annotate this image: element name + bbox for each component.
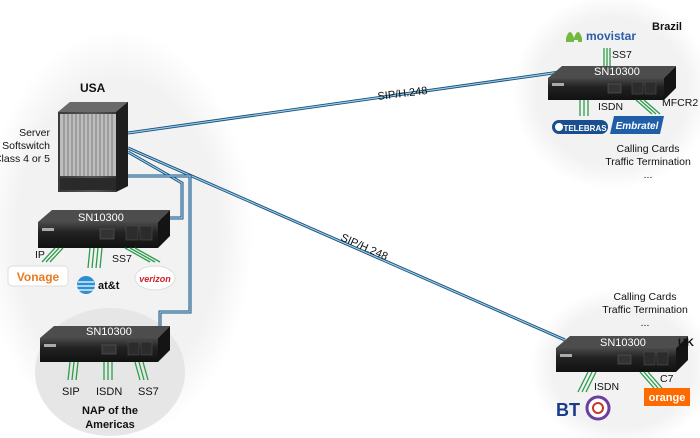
svg-text:verizon: verizon [139, 274, 171, 284]
usa-device-label: SN10300 [78, 212, 124, 224]
server-label-line1: Server [19, 127, 50, 139]
usa-device-cables [41, 247, 161, 269]
brazil-services-line1: Calling Cards [616, 143, 679, 155]
brazil-services-line2: Traffic Termination [605, 156, 691, 168]
usa-region-label: USA [80, 81, 106, 95]
svg-text:movistar: movistar [586, 29, 636, 43]
uk-sn10300-device [556, 336, 688, 372]
bt-logo: BT [556, 395, 611, 421]
nap-sn10300-device [40, 326, 170, 362]
nap-device-label: SN10300 [86, 326, 132, 338]
link-server-brazil [127, 70, 561, 135]
uk-services-line3: ... [641, 317, 650, 329]
movistar-logo: movistar [566, 29, 636, 43]
link-label-uk: SIP/H.248 [339, 232, 390, 263]
uk-device-label: SN10300 [600, 337, 646, 349]
brazil-device-label: SN10300 [594, 66, 640, 78]
telebras-logo: TELEBRAS [552, 120, 608, 134]
nap-label-line2: Americas [85, 419, 135, 431]
svg-text:Vonage: Vonage [17, 270, 60, 284]
nap-proto-sip: SIP [62, 386, 80, 398]
uk-proto-c7: C7 [660, 373, 674, 385]
nap-label-line1: NAP of the [82, 405, 138, 417]
uk-services-line2: Traffic Termination [602, 304, 688, 316]
svg-text:at&t: at&t [98, 280, 120, 292]
server-softswitch-chassis [58, 102, 128, 192]
link-label-brazil: SIP/H.248 [377, 85, 428, 103]
brazil-proto-mfcr2: MFCR2 [662, 97, 698, 109]
brazil-sn10300-device [548, 66, 676, 100]
att-logo: at&t [77, 276, 120, 294]
brazil-device-cables [579, 48, 661, 116]
link-server-usa-device [127, 150, 184, 220]
uk-device-cables [577, 371, 663, 393]
server-label-line3: Class 4 or 5 [0, 153, 50, 165]
uk-region-label: UK [678, 337, 694, 349]
uk-proto-isdn: ISDN [594, 381, 619, 393]
server-label-line2: Softswitch [2, 140, 50, 152]
uk-services-line1: Calling Cards [613, 291, 676, 303]
brazil-region-label: Brazil [652, 21, 682, 33]
usa-proto-ss7: SS7 [112, 253, 132, 265]
svg-text:BT: BT [556, 400, 580, 420]
svg-text:Embratel: Embratel [616, 121, 659, 132]
brazil-proto-ss7: SS7 [612, 49, 632, 61]
brazil-proto-isdn: ISDN [598, 101, 623, 113]
link-server-uk [127, 146, 566, 342]
usa-proto-ip: IP [35, 249, 45, 261]
nap-proto-isdn: ISDN [96, 386, 122, 398]
svg-text:TELEBRAS: TELEBRAS [563, 124, 607, 133]
embratel-logo: Embratel [610, 116, 664, 134]
vonage-logo: Vonage [7, 265, 69, 287]
svg-text:orange: orange [649, 392, 686, 404]
orange-logo: orange [644, 388, 690, 406]
verizon-logo: verizon [134, 265, 176, 291]
usa-sn10300-device [38, 210, 170, 248]
brazil-services-line3: ... [644, 169, 653, 181]
nap-proto-ss7: SS7 [138, 386, 159, 398]
nap-device-cables [67, 361, 149, 381]
